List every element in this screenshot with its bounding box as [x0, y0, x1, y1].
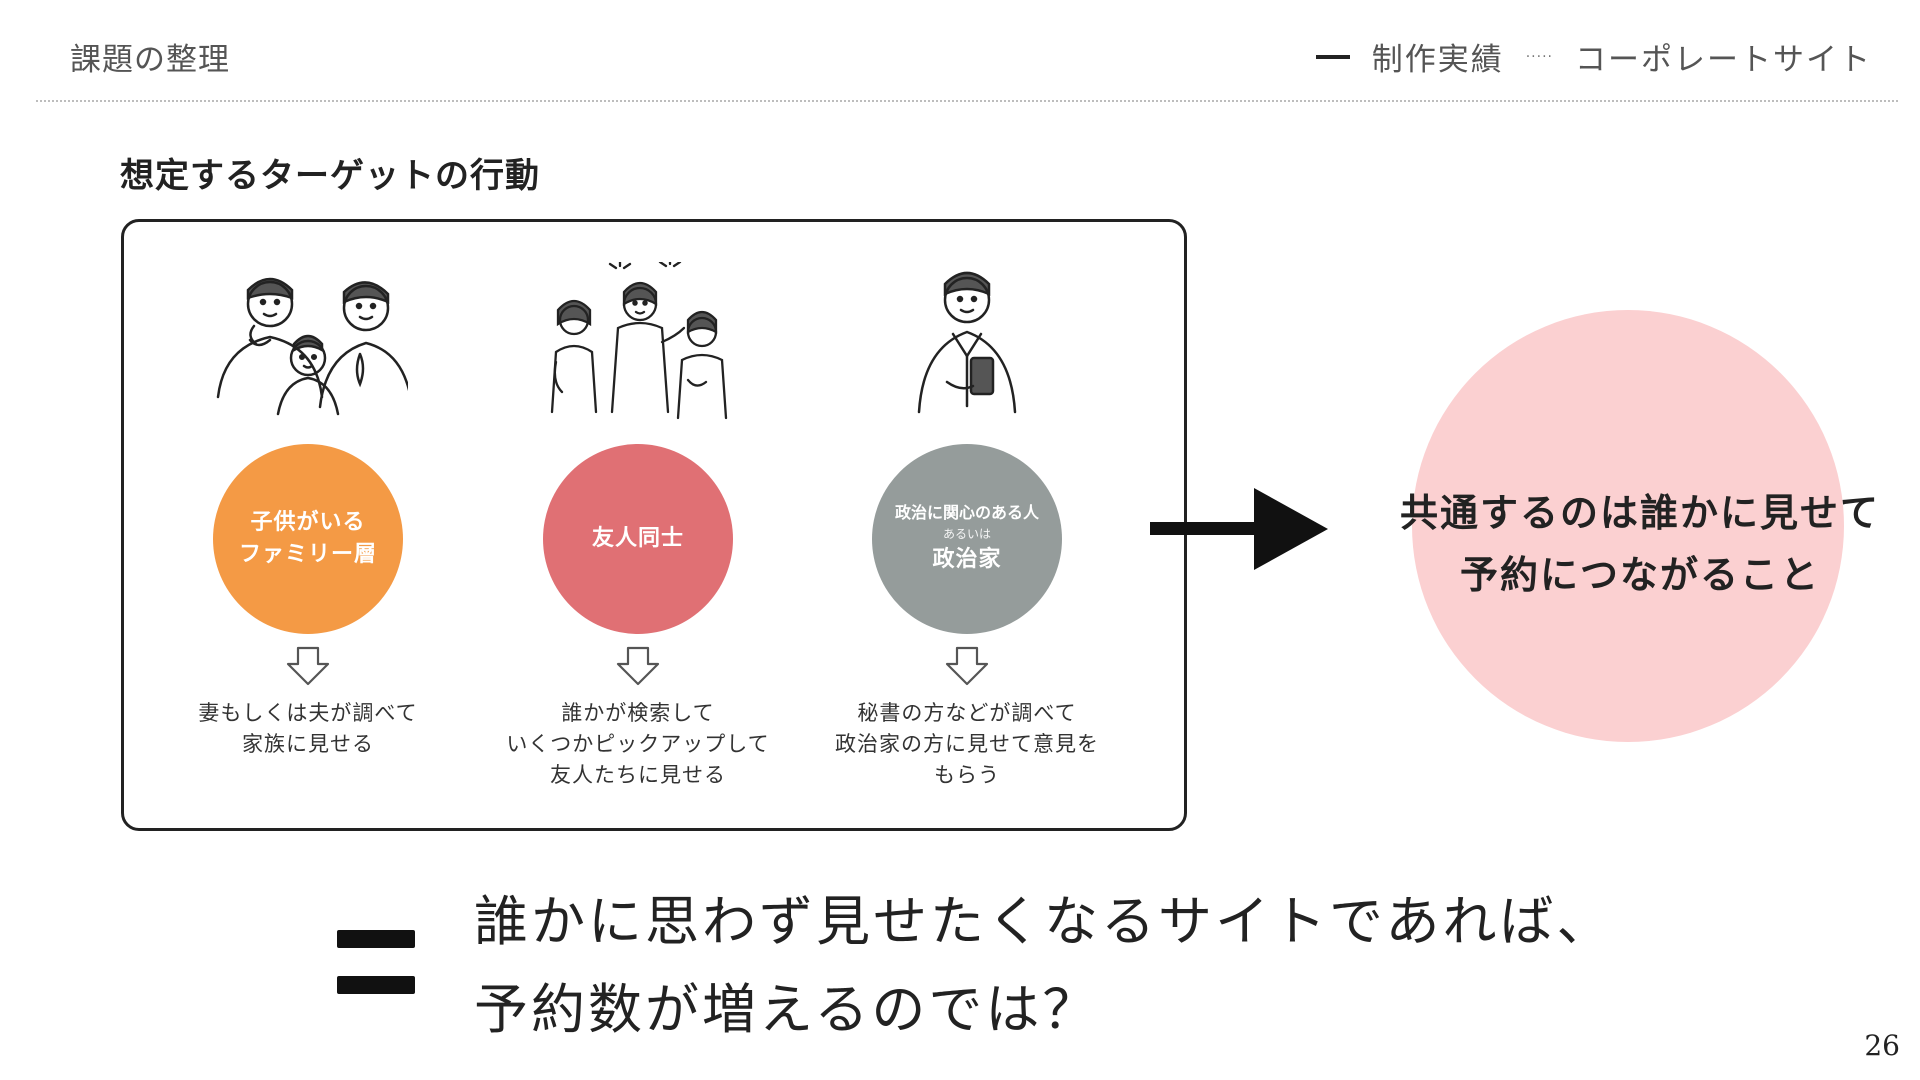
persona-politician-description: 秘書の方などが調べて 政治家の方に見せて意見を もらう	[817, 698, 1117, 791]
equals-bar-bottom	[337, 976, 415, 994]
description-line: いくつかピックアップして	[506, 732, 770, 756]
description-line: 秘書の方などが調べて	[857, 701, 1077, 725]
persona-family-label-line1: 子供がいる	[250, 510, 366, 535]
breadcrumb-subcategory: コーポレートサイト	[1575, 42, 1872, 78]
conclusion-text: 共通するのは誰かに見せて 予約につながること	[1390, 482, 1890, 606]
section-heading: 想定するターゲットの行動	[120, 156, 540, 196]
persona-family-label-line2: ファミリー層	[238, 542, 377, 567]
persona-politician-label-top: 政治に関心のある人	[894, 503, 1039, 522]
description-line: 妻もしくは夫が調べて	[198, 701, 418, 725]
dash-icon	[1315, 54, 1350, 59]
page-number: 26	[1864, 1029, 1900, 1062]
breadcrumb: 制作実績 ····· コーポレートサイト	[1315, 34, 1872, 79]
description-line: 政治家の方に見せて意見を	[835, 732, 1099, 756]
businessman-illustration-icon	[917, 271, 1017, 414]
conclusion-line2: 予約につながること	[1459, 553, 1820, 597]
persona-friends-label: 友人同士	[591, 526, 684, 551]
description-line: 友人たちに見せる	[550, 763, 726, 787]
persona-politician: 政治に関心のある人 あるいは 政治家 秘書の方などが調べて 政治家の方に見せて意…	[817, 222, 1117, 834]
equals-bar-top	[337, 930, 415, 948]
persona-friends-description: 誰かが検索して いくつかピックアップして 友人たちに見せる	[488, 698, 788, 791]
persona-friends-circle: 友人同士	[543, 444, 733, 634]
family-illustration-icon	[216, 277, 408, 416]
page-section-title: 課題の整理	[70, 42, 230, 78]
hypothesis-text: 誰かに思わず見せたくなるサイトであれば、 予約数が増えるのでは？	[474, 878, 1613, 1054]
persona-politician-label-main: 政治家	[932, 547, 1002, 572]
down-arrow-icon	[286, 646, 330, 686]
equals-icon	[337, 930, 415, 994]
description-line: 家族に見せる	[242, 732, 374, 756]
persona-box: 子供がいる ファミリー層 妻もしくは夫が調べて 家族に見せる	[121, 219, 1187, 831]
right-arrow-icon	[1150, 488, 1328, 570]
persona-family-circle: 子供がいる ファミリー層	[213, 444, 403, 634]
persona-family-description: 妻もしくは夫が調べて 家族に見せる	[158, 698, 458, 760]
persona-friends: 友人同士 誰かが検索して いくつかピックアップして 友人たちに見せる	[488, 222, 788, 834]
header-divider	[36, 100, 1898, 102]
dots-separator: ·····	[1525, 48, 1553, 65]
down-arrow-icon	[616, 646, 660, 686]
conclusion-line1: 共通するのは誰かに見せて	[1399, 491, 1880, 535]
description-line: もらう	[934, 763, 1000, 787]
conclusion-circle	[1412, 310, 1844, 742]
persona-politician-circle: 政治に関心のある人 あるいは 政治家	[872, 444, 1062, 634]
down-arrow-icon	[945, 646, 989, 686]
breadcrumb-category: 制作実績	[1371, 42, 1504, 78]
friends-illustration-icon	[550, 262, 728, 420]
description-line: 誰かが検索して	[561, 701, 715, 725]
hypothesis-line1: 誰かに思わず見せたくなるサイトであれば、	[474, 890, 1614, 953]
hypothesis-line2: 予約数が増えるのでは？	[474, 978, 1100, 1041]
persona-family: 子供がいる ファミリー層 妻もしくは夫が調べて 家族に見せる	[158, 222, 458, 834]
persona-politician-label-or: あるいは	[942, 527, 991, 541]
